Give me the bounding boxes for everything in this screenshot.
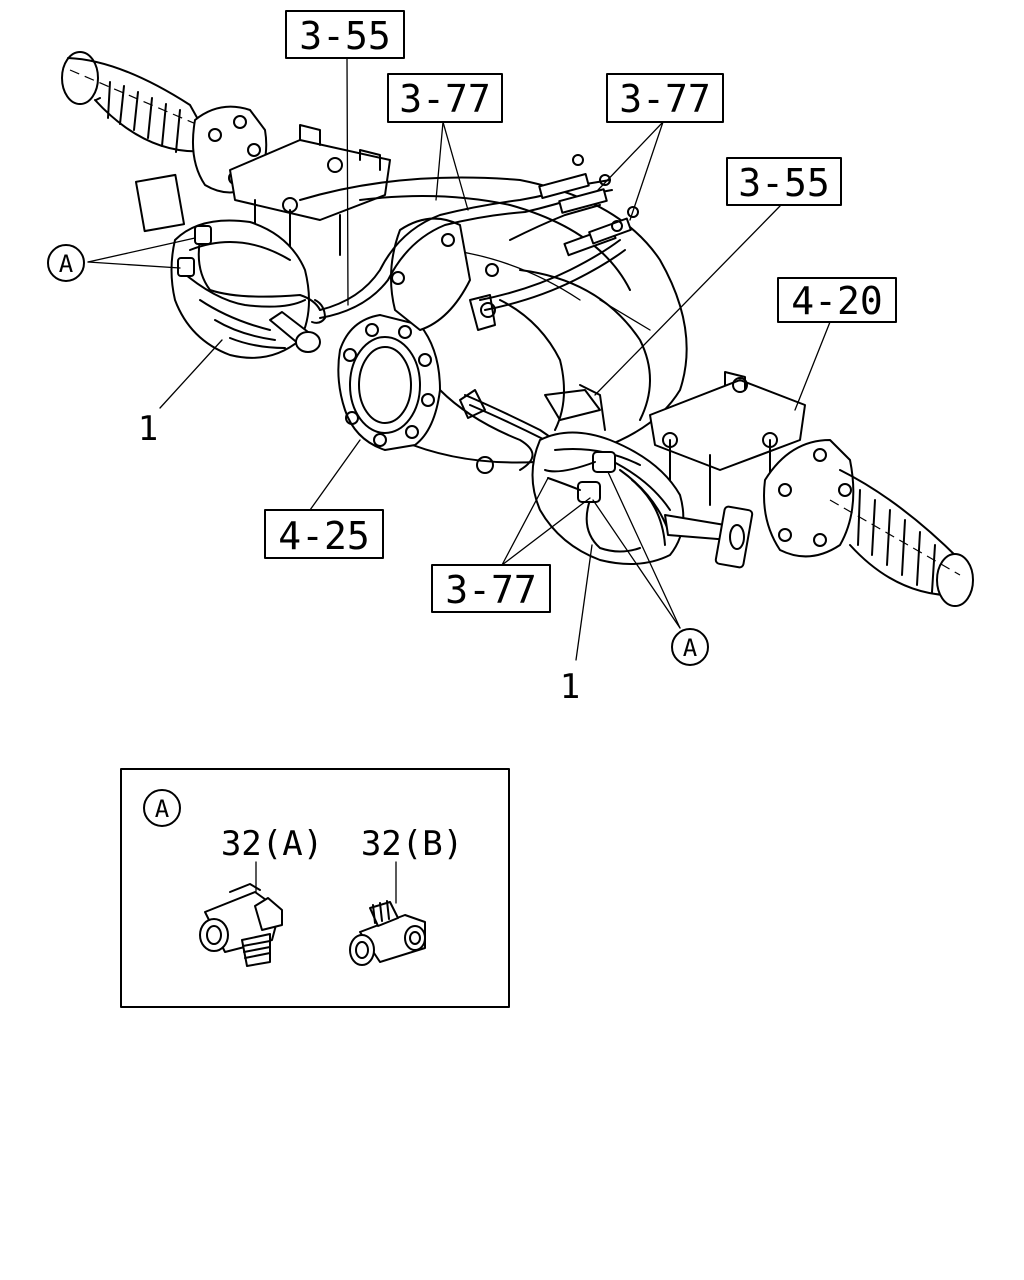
left-axle-tube: [61, 51, 216, 153]
callout-label: 4-20: [791, 279, 883, 323]
callout-label: 3-77: [619, 77, 711, 121]
marker-label: A: [59, 250, 74, 278]
marker-a-right: A: [671, 628, 709, 666]
right-brake-chamber: [531, 384, 754, 569]
callout-4-20: 4-20: [777, 277, 897, 323]
marker-label: A: [683, 634, 698, 662]
callout-3-77-bottom: 3-77: [431, 564, 551, 613]
callout-label: 3-55: [738, 161, 830, 205]
callout-label: 3-55: [299, 14, 391, 58]
callout-3-77-top-left: 3-77: [387, 73, 503, 123]
fitting-b-label: 32(B): [361, 824, 463, 864]
callout-label: 3-77: [445, 568, 537, 612]
axle-assembly-illustration: [61, 51, 974, 607]
part-number-right-chamber: 1: [560, 667, 580, 707]
cover-flange: [337, 314, 534, 474]
fitting-a-label: 32(A): [221, 824, 323, 864]
part-number-left-chamber: 1: [138, 409, 158, 449]
callout-4-25: 4-25: [264, 509, 384, 559]
fitting-b-tee: [349, 900, 426, 966]
callout-3-55-top: 3-55: [285, 10, 405, 59]
right-hub-flange: [763, 439, 855, 558]
left-brake-chamber: [134, 173, 326, 359]
callout-label: 4-25: [278, 514, 370, 558]
callout-3-77-top-right: 3-77: [606, 73, 724, 123]
right-spring-seat: [649, 371, 806, 506]
marker-a-left: A: [47, 244, 85, 282]
differential-housing: [299, 176, 688, 464]
fitting-a-elbow: [199, 883, 283, 967]
brake-lines: [319, 154, 639, 481]
detail-inset: A 32(A) 32(B): [120, 768, 510, 1008]
callout-3-55-right: 3-55: [726, 157, 842, 206]
marker-a-detail: A: [143, 789, 181, 827]
right-axle-tube: [829, 469, 974, 607]
marker-label: A: [155, 795, 170, 823]
callout-label: 3-77: [399, 77, 491, 121]
leader-lines: [87, 57, 831, 661]
